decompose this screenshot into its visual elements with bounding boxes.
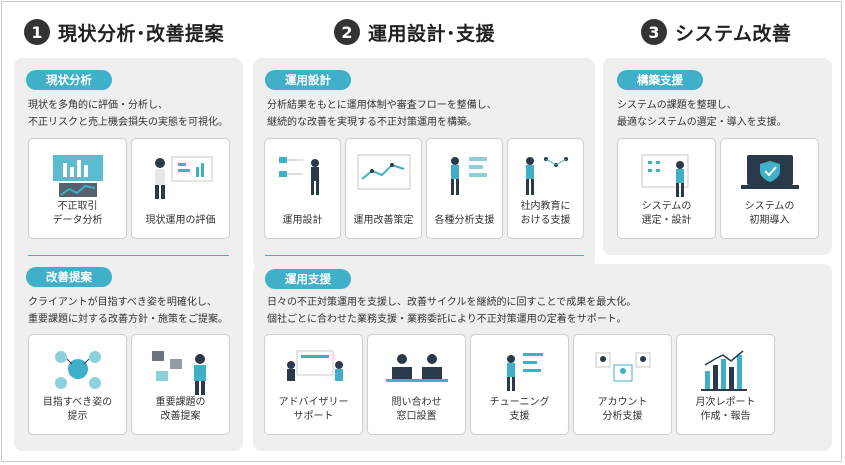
support-desk-icon <box>385 354 448 382</box>
card-caption: システムの 初期導入 <box>744 201 795 226</box>
card-caption: 問い合わせ 窓口設置 <box>391 397 442 422</box>
card-bunseki-shien: 各種分析支援 <box>426 138 503 239</box>
desc-genjo: 現状を多角的に評価・分析し、 不正リスクと売上機会損失の実態を可視化。 <box>28 100 228 128</box>
card-caption: アカウント 分析支援 <box>597 397 648 422</box>
card-shanai-kyoiku: 社内教育に おける支援 <box>507 138 584 239</box>
pill-unyo-shien: 運用支援 <box>265 269 351 289</box>
card-caption: 重要課題の 改善提案 <box>155 397 206 422</box>
account-analysis-icon <box>595 352 650 382</box>
card-system-sentei: システムの 選定・設計 <box>617 138 716 239</box>
pill-genjo: 現状分析 <box>26 70 112 90</box>
card-caption: 現状運用の評価 <box>145 215 216 226</box>
section-divider <box>28 255 229 256</box>
advisory-icon <box>286 350 343 381</box>
card-genjo-hyoka: 現状運用の評価 <box>131 138 230 239</box>
card-account-bunseki: アカウント 分析支援 <box>573 334 672 435</box>
bar-chart-icon <box>700 350 747 391</box>
pill-unyo-sekkei: 運用設計 <box>265 70 351 90</box>
card-unyo-sekkei: 運用設計 <box>264 138 341 239</box>
card-caption: 各種分析支援 <box>434 215 495 226</box>
card-monthly-report: 月次レポート 作成・報告 <box>676 334 775 435</box>
card-caption: システムの 選定・設計 <box>641 201 692 226</box>
column-header-3: 3 システム改善 <box>641 14 791 50</box>
section-divider <box>265 255 584 256</box>
desc-unyo-sekkei: 分析結果をもとに運用体制や審査フローを整備し、 継続的な改善を実現する不正対策運… <box>267 100 497 128</box>
card-caption: 運用設計 <box>282 215 323 226</box>
step-number-1: 1 <box>24 19 50 45</box>
proposal-icon <box>151 351 206 395</box>
card-toiawase: 問い合わせ 窓口設置 <box>367 334 466 435</box>
data-analysis-icon <box>52 155 103 197</box>
card-caption: 運用改善策定 <box>353 215 414 226</box>
tuning-icon <box>506 353 543 391</box>
flow-design-icon <box>278 157 319 195</box>
desc-unyo-shien: 日々の不正対策運用を支援し、改善サイクルを継続的に回すことで成果を最大化。 個社… <box>267 297 637 325</box>
column-title-2: 運用設計･支援 <box>368 22 496 45</box>
column-title-1: 現状分析･改善提案 <box>58 22 225 45</box>
card-caption: アドバイザリー サポート <box>278 397 349 422</box>
system-design-icon <box>641 154 688 197</box>
analysis-support-icon <box>450 157 487 195</box>
column-title-3: システム改善 <box>675 22 792 45</box>
improvement-chart-icon <box>357 154 410 190</box>
card-mezasu-sugata: 目指すべき姿の 提示 <box>28 334 127 435</box>
step-number-2: 2 <box>334 19 360 45</box>
presentation-icon <box>154 156 212 199</box>
card-caption: 月次レポート 作成・報告 <box>695 397 756 422</box>
card-fusei-torihiki: 不正取引 データ分析 <box>28 138 127 239</box>
card-advisory: アドバイザリー サポート <box>264 334 363 435</box>
shield-laptop-icon <box>740 155 799 189</box>
card-tuning: チューニング 支援 <box>470 334 569 435</box>
column-header-2: 2 運用設計･支援 <box>334 14 495 50</box>
education-icon <box>525 157 568 195</box>
step-number-3: 3 <box>641 19 667 45</box>
desc-kaizen: クライアントが目指すべき姿を明確化し、 重要課題に対する改善方針・施策をご提案。 <box>28 297 228 325</box>
card-caption: 不正取引 データ分析 <box>52 201 103 226</box>
card-caption: 社内教育に おける支援 <box>520 201 571 226</box>
column-header-1: 1 現状分析･改善提案 <box>24 14 224 50</box>
card-unyo-kaizen: 運用改善策定 <box>345 138 422 239</box>
pill-kaizen: 改善提案 <box>26 267 112 287</box>
goal-diagram-icon <box>54 351 101 389</box>
card-caption: 目指すべき姿の 提示 <box>42 397 113 422</box>
card-juyo-kadai: 重要課題の 改善提案 <box>131 334 230 435</box>
desc-kochiku: システムの課題を整理し、 最適なシステムの選定・導入を支援。 <box>617 100 787 128</box>
card-caption: チューニング 支援 <box>489 397 550 422</box>
pill-kochiku: 構築支援 <box>617 70 703 90</box>
card-system-donyu: システムの 初期導入 <box>720 138 819 239</box>
